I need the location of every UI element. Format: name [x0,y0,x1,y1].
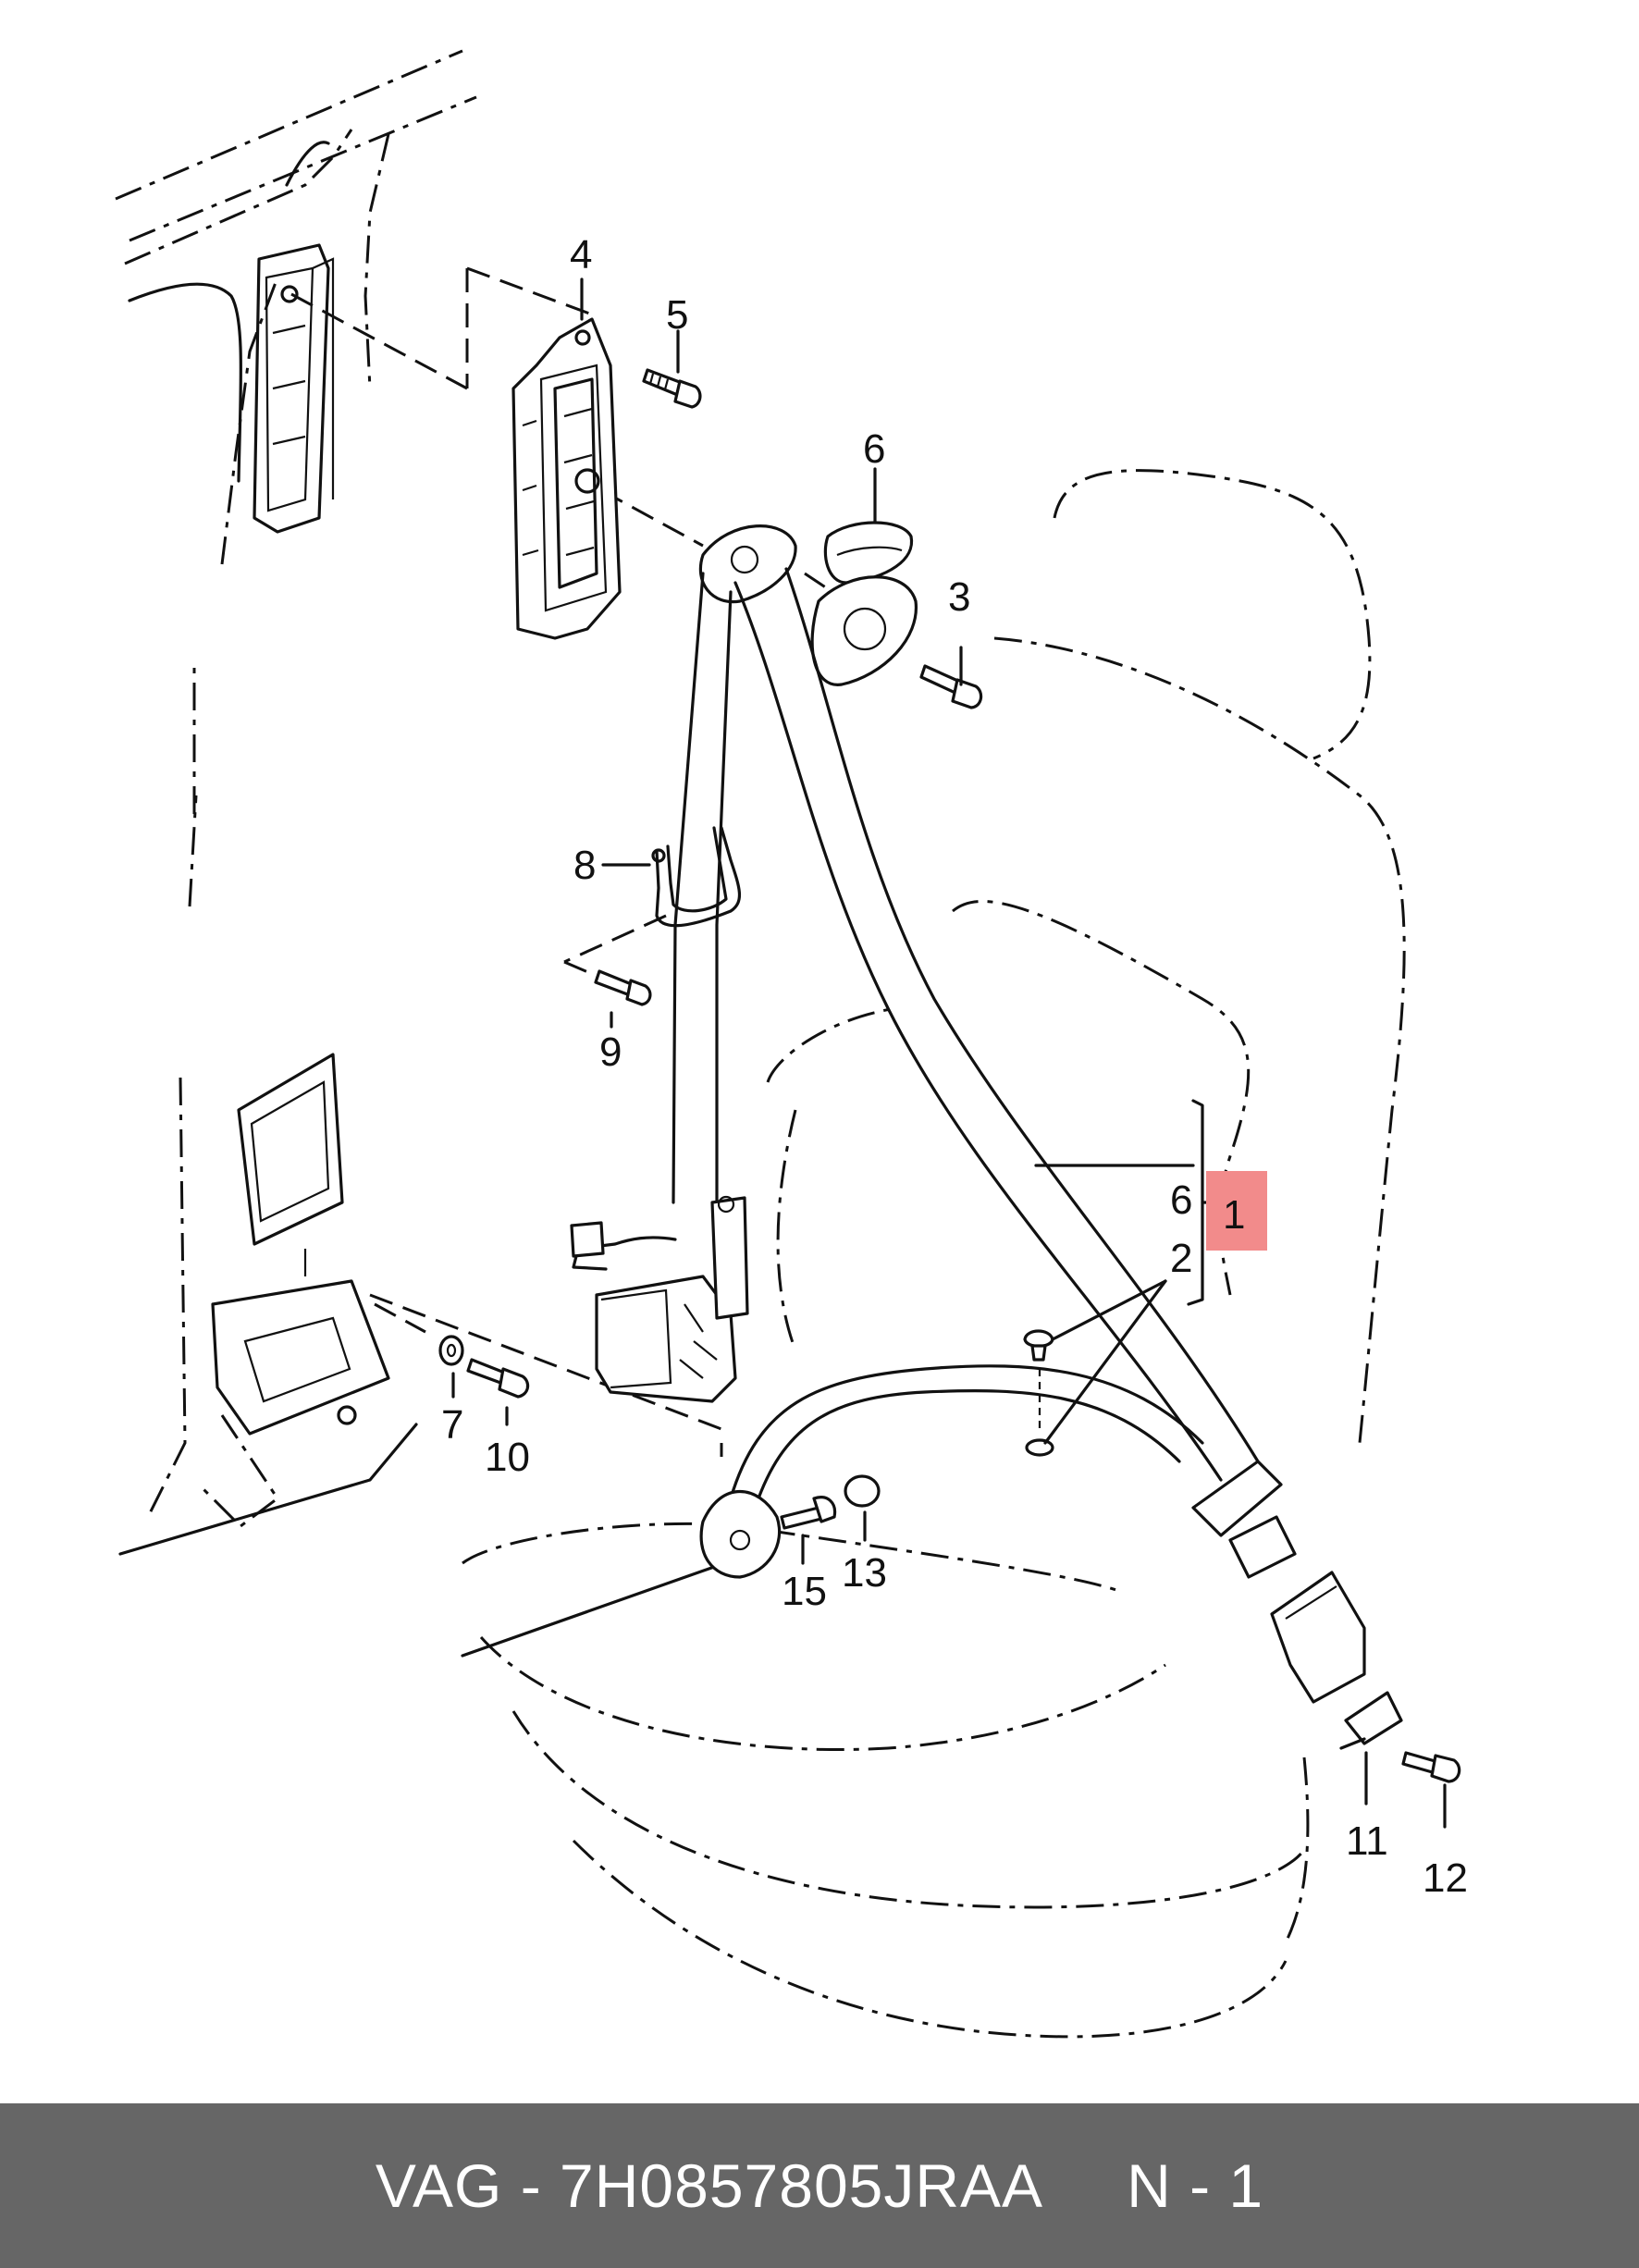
bolt-item-12 [1401,1751,1461,1783]
b-pillar-outline [115,49,477,907]
part-number-footer: VAG - 7H0857805JRAA N - 1 [0,2103,1639,2268]
callout-12: 12 [1423,1855,1468,1901]
callout-8: 8 [573,843,596,888]
belt-guide-bracket [651,826,742,928]
position-text: N - 1 [1127,2151,1264,2220]
bolt-item-5 [642,368,702,409]
callout-4: 4 [570,232,592,277]
highlight-box [1206,1171,1267,1251]
callout-6-side: 6 [1170,1177,1192,1223]
callout-13: 13 [842,1550,887,1596]
lower-body-panel [118,1053,418,1556]
callout-7: 7 [441,1402,463,1448]
belt-retractor [570,1195,749,1403]
part-number-text: VAG - 7H0857805JRAA [375,2151,1044,2220]
bolt-item-15 [780,1496,837,1530]
callout-11: 11 [1346,1818,1388,1864]
callout-6-top: 6 [863,426,885,472]
buckle-item-11 [1270,1571,1403,1750]
lower-anchor-plate [699,1489,782,1579]
belt-webbing [672,524,1260,1500]
bolt-item-10 [466,1358,530,1399]
callout-9: 9 [599,1029,622,1075]
washer-item-7 [438,1335,464,1366]
exploded-seatbelt-diagram: 4 5 6 3 8 9 7 10 15 13 6 1 2 11 12 [115,49,1468,2039]
upper-anchor-plate [810,575,983,709]
cap-item-13 [844,1474,881,1508]
callout-2: 2 [1170,1236,1192,1281]
callout-1: 1 [1223,1192,1245,1238]
cover-cap-item-6 [823,521,914,585]
callout-10: 10 [485,1435,530,1480]
height-adjuster-rail [511,317,622,640]
pillar-bracket-panel [253,243,335,534]
callout-leaders [451,277,1447,1829]
screw-item-9 [594,969,652,1006]
callout-15: 15 [782,1569,827,1614]
callout-5: 5 [666,292,688,338]
callout-3: 3 [948,574,970,620]
belt-tongue [1191,1460,1297,1579]
